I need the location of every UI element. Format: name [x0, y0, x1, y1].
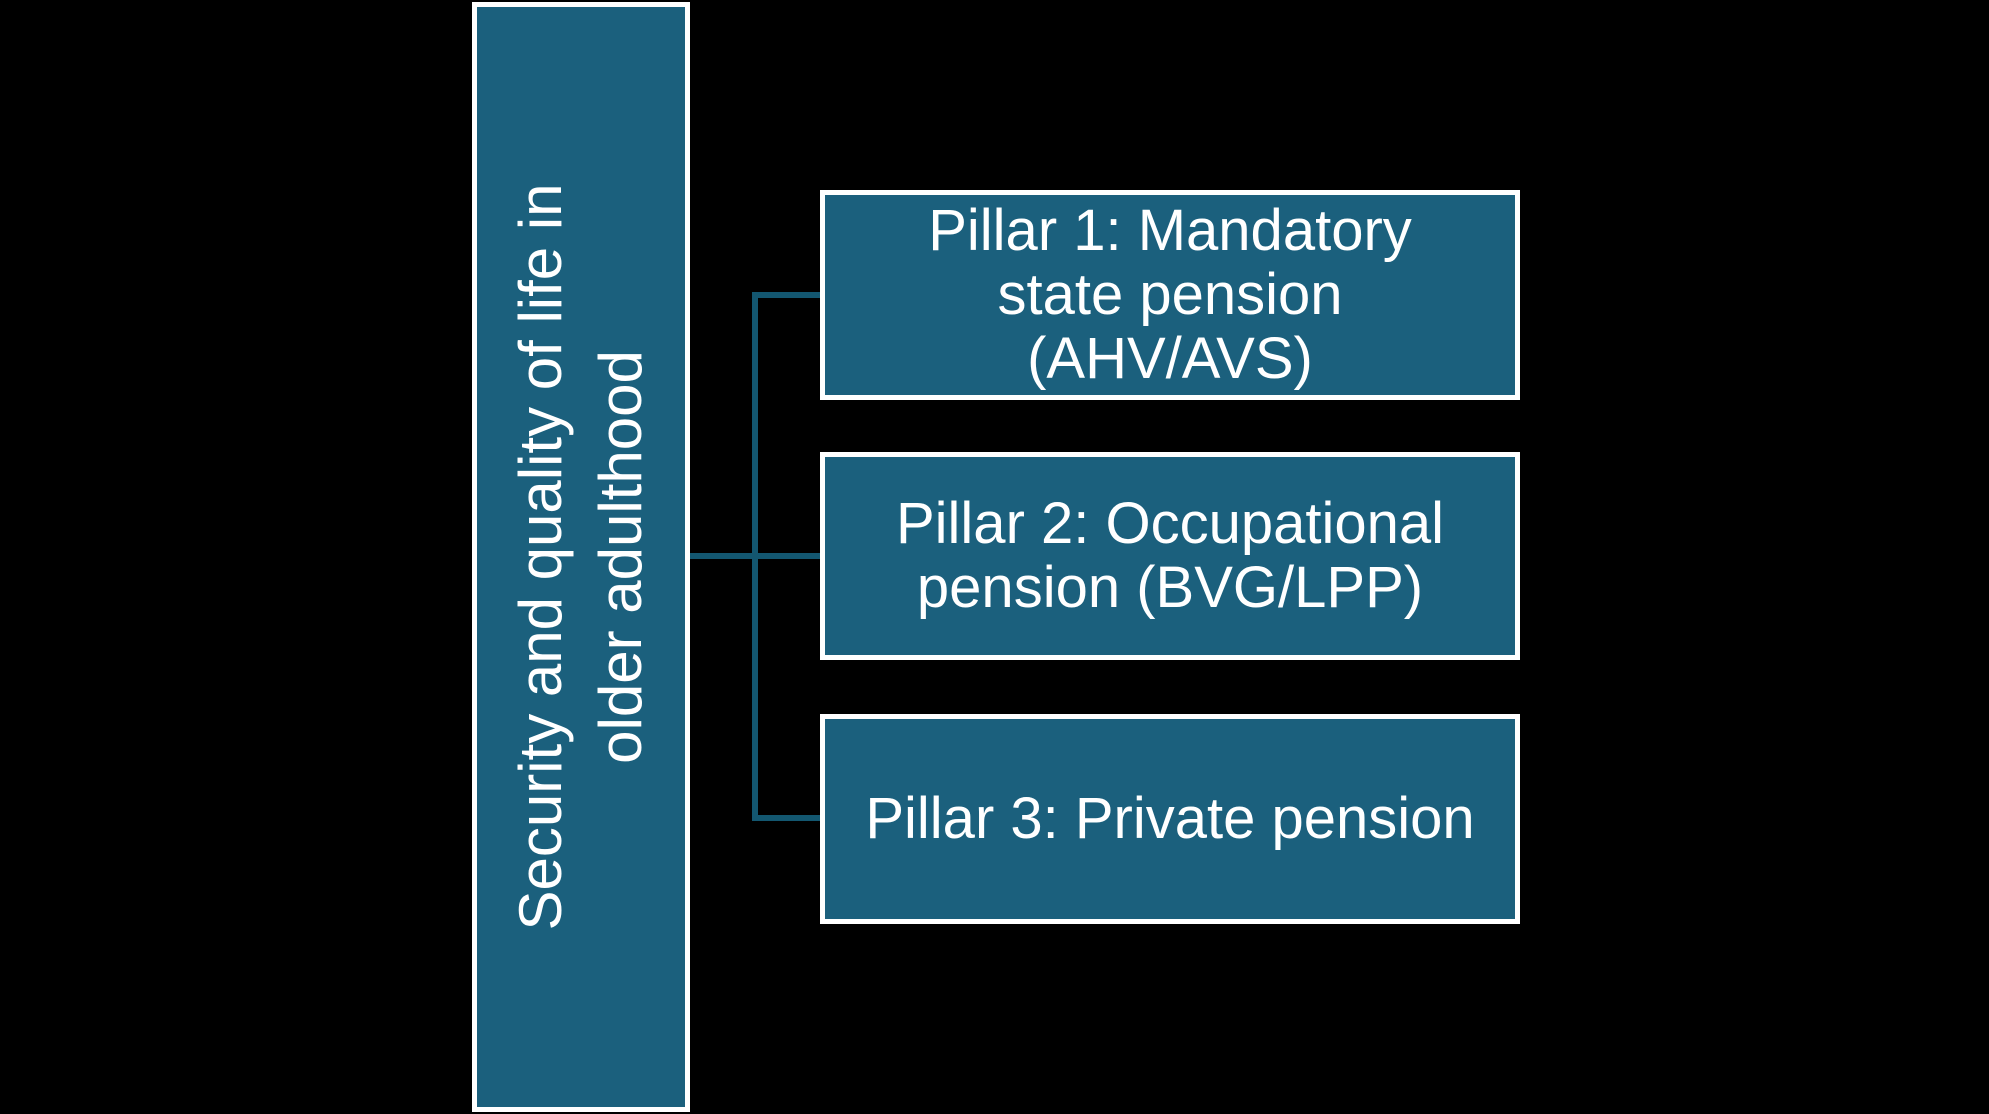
root-label-line-1: Security and quality of life in: [507, 183, 574, 931]
pillar1-label-line-1: Pillar 1: Mandatory: [928, 198, 1412, 263]
pillar2-node: Pillar 2: Occupational pension (BVG/LPP): [820, 452, 1520, 660]
root-label-line-2: older adulthood: [587, 350, 654, 764]
pillar1-node: Pillar 1: Mandatory state pension (AHV/A…: [820, 190, 1520, 400]
pillar1-label-line-2: state pension: [997, 262, 1343, 327]
pillar3-label-line-1: Pillar 3: Private pension: [865, 786, 1475, 851]
pillar1-label-line-3: (AHV/AVS): [1027, 326, 1313, 391]
connector-trunk: [752, 292, 758, 821]
root-node: Security and quality of life in older ad…: [472, 2, 690, 1112]
pillar2-label-line-2: pension (BVG/LPP): [916, 555, 1424, 620]
root-node-label: Security and quality of life in older ad…: [501, 7, 661, 1107]
connector-branch-pillar3: [752, 815, 820, 821]
connector-branch-pillar1: [752, 292, 820, 298]
pillar2-label-line-1: Pillar 2: Occupational: [895, 491, 1445, 556]
pillar3-node: Pillar 3: Private pension: [820, 714, 1520, 924]
